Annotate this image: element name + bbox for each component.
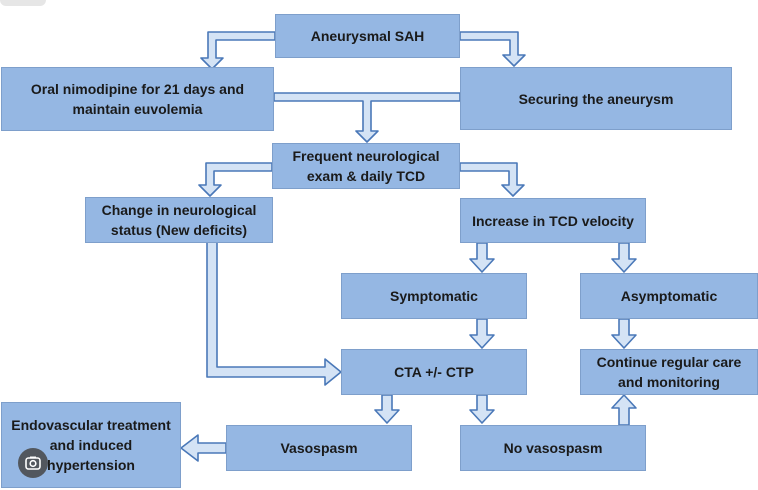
arrow-sah-to-securing (459, 31, 526, 67)
node-nimodipine: Oral nimodipine for 21 days and maintain… (1, 67, 274, 131)
node-continue-care: Continue regular care and monitoring (580, 349, 758, 395)
node-change-status: Change in neurological status (New defic… (85, 197, 273, 243)
arrow-asymptomatic-to-continue (611, 318, 637, 349)
camera-lens-glyph (25, 456, 41, 470)
arrow-vasospasm-to-endovascular (180, 434, 227, 462)
node-symptomatic: Symptomatic (341, 273, 527, 319)
arrow-sah-to-nimodipine (200, 31, 276, 70)
arrow-cta-to-vasospasm (374, 394, 400, 424)
arrow-change-status-to-cta (206, 241, 342, 386)
node-cta-ctp: CTA +/- CTP (341, 349, 527, 395)
node-vasospasm: Vasospasm (226, 425, 412, 471)
arrow-symptomatic-to-cta (469, 318, 495, 349)
arrow-exam-to-change-status (198, 162, 273, 197)
node-frequent-exam: Frequent neurological exam & daily TCD (272, 143, 460, 189)
node-securing-aneurysm: Securing the aneurysm (460, 67, 732, 130)
arrow-tcd-to-asymptomatic (611, 242, 637, 273)
node-no-vasospasm: No vasospasm (460, 425, 646, 471)
camera-lens-icon[interactable] (18, 448, 48, 478)
node-asymptomatic: Asymptomatic (580, 273, 758, 319)
node-increase-tcd: Increase in TCD velocity (460, 198, 646, 243)
top-corner-decoration (0, 0, 46, 6)
node-endovascular: Endovascular treatment and induced hyper… (1, 402, 181, 488)
arrow-cta-to-no-vasospasm (469, 394, 495, 424)
arrow-bar-to-frequent-exam (273, 92, 461, 143)
node-aneurysmal-sah: Aneurysmal SAH (275, 14, 460, 58)
arrow-tcd-to-symptomatic (469, 242, 495, 273)
arrow-exam-to-increase-tcd (459, 162, 525, 197)
arrow-no-vasospasm-to-continue (611, 394, 637, 426)
